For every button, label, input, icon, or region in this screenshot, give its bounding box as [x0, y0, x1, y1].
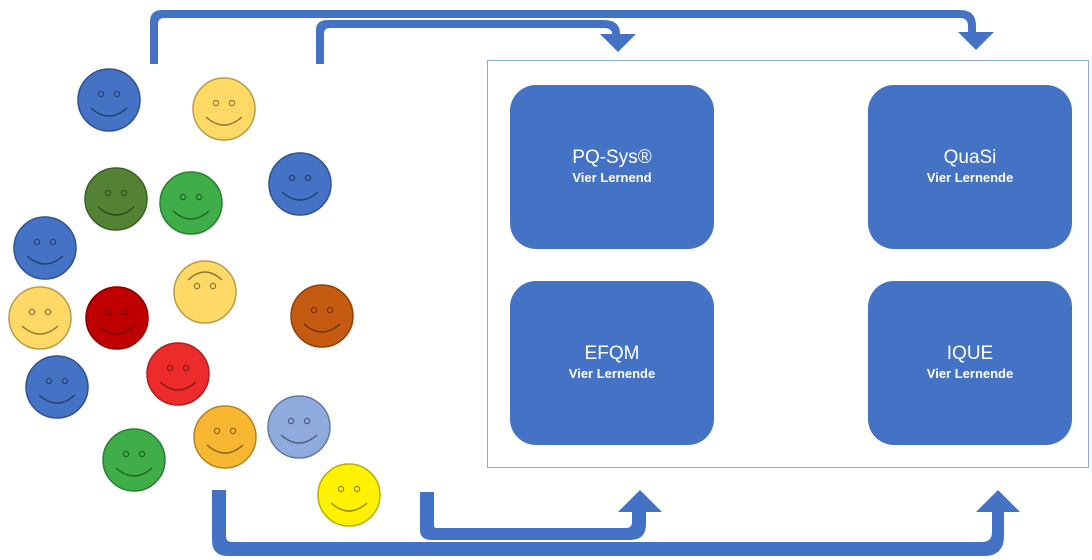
- smiley-face: [159, 171, 223, 235]
- smiley-face: [268, 152, 332, 216]
- box-quasi: QuaSi Vier Lernende: [868, 85, 1072, 249]
- box-pq-sys: PQ-Sys® Vier Lernend: [510, 85, 714, 249]
- bottom-arrow-inner: [420, 490, 662, 540]
- smiley-face: [84, 167, 148, 231]
- smiley-face: [77, 68, 141, 132]
- smiley-face: [173, 260, 237, 324]
- smiley-face: [146, 342, 210, 406]
- smiley-face: [25, 355, 89, 419]
- smiley-face: [267, 395, 331, 459]
- box-title: EFQM: [584, 343, 640, 364]
- box-ique: IQUE Vier Lernende: [868, 281, 1072, 445]
- methods-panel: PQ-Sys® Vier Lernend QuaSi Vier Lernende…: [487, 60, 1089, 468]
- smiley-face: [317, 463, 381, 527]
- smiley-face: [85, 286, 149, 350]
- box-title: IQUE: [946, 343, 994, 364]
- smiley-cluster: [8, 68, 381, 527]
- smiley-face: [102, 428, 166, 492]
- smiley-face: [193, 405, 257, 469]
- box-subtitle: Vier Lernende: [926, 170, 1014, 185]
- box-subtitle: Vier Lernende: [926, 366, 1014, 381]
- top-arrow-inner: [316, 20, 636, 64]
- smiley-face: [290, 284, 354, 348]
- box-title: PQ-Sys®: [572, 147, 652, 168]
- box-subtitle: Vier Lernende: [568, 366, 656, 381]
- smiley-face: [192, 77, 256, 141]
- bottom-arrow-outer: [212, 490, 1020, 556]
- smiley-face: [13, 216, 77, 280]
- box-title: QuaSi: [943, 147, 997, 168]
- top-arrow-outer: [150, 10, 994, 64]
- smiley-face: [8, 286, 72, 350]
- box-subtitle: Vier Lernend: [572, 170, 652, 185]
- box-efqm: EFQM Vier Lernende: [510, 281, 714, 445]
